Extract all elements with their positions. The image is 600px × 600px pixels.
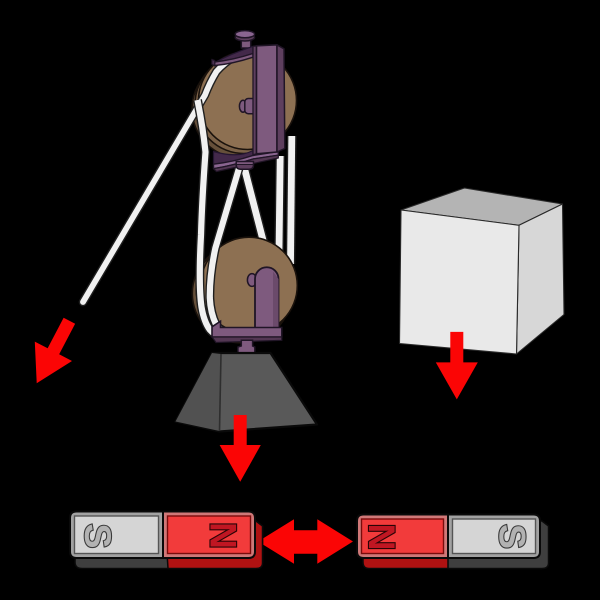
svg-text:N: N (203, 522, 245, 549)
svg-text:S: S (77, 523, 119, 548)
svg-text:S: S (492, 524, 534, 549)
svg-text:N: N (361, 523, 403, 550)
